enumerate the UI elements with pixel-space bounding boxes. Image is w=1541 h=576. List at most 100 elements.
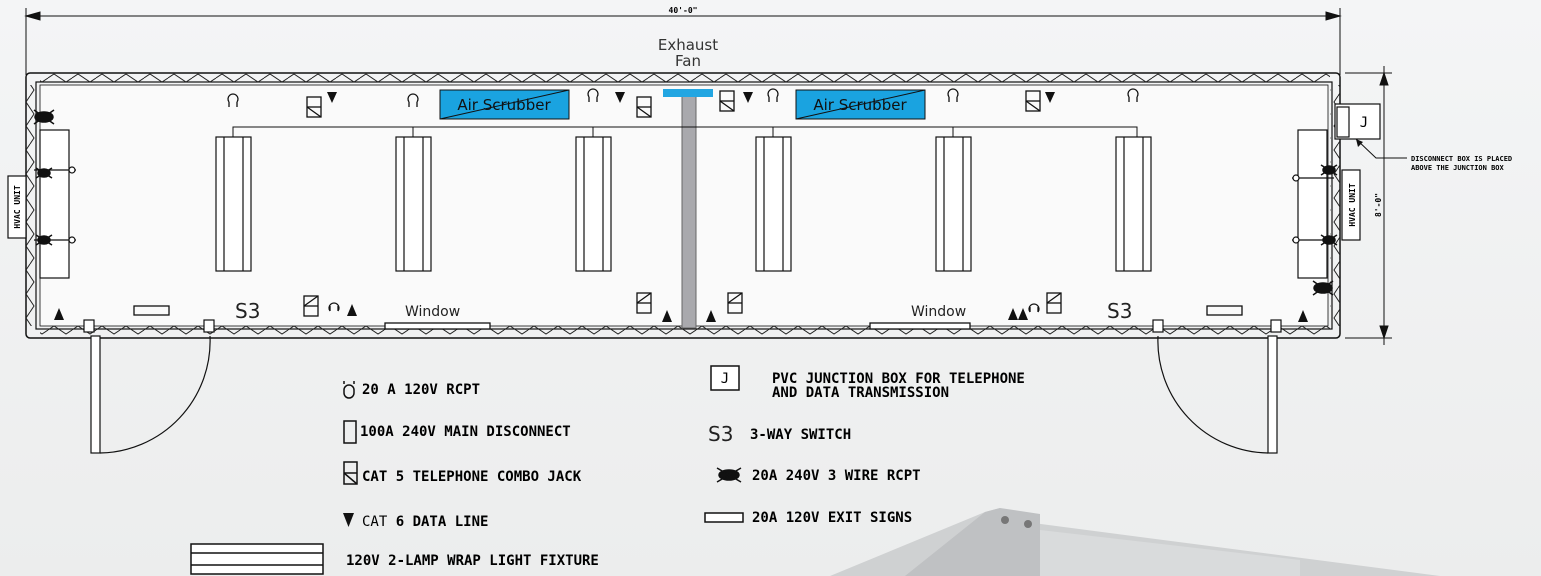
window-left-label: Window xyxy=(405,304,460,320)
receptacle-icon xyxy=(767,88,779,102)
lighting-circuit xyxy=(232,126,1138,137)
receptacle-icon xyxy=(587,88,599,102)
combo-jack-icon xyxy=(727,292,743,314)
receptacle-240v-icon xyxy=(35,234,53,246)
combo-jack-icon xyxy=(306,96,322,118)
light-fixture xyxy=(395,136,432,272)
legend-rcpt-240-icon xyxy=(716,467,742,483)
receptacle-icon xyxy=(328,302,340,312)
data-line-icon xyxy=(743,92,753,103)
data-line-icon xyxy=(615,92,625,103)
receptacle-icon xyxy=(947,88,959,102)
switch-left-label: S3 xyxy=(235,299,260,323)
legend-data-line-prefix: CAT xyxy=(362,514,396,530)
disconnect-note-line2: ABOVE THE JUNCTION BOX xyxy=(1411,164,1505,172)
legend-three-way-switch: 3-WAY SWITCH xyxy=(750,427,851,443)
receptacle-icon xyxy=(227,93,239,107)
combo-jack-icon xyxy=(1046,292,1062,314)
data-line-icons xyxy=(327,92,1055,103)
legend-switch-symbol: S3 xyxy=(708,422,733,446)
length-dimension xyxy=(24,8,1342,75)
legend-rcpt-240: 20A 240V 3 WIRE RCPT xyxy=(752,468,921,484)
light-fixture xyxy=(575,136,612,272)
data-line-icon xyxy=(662,310,672,322)
hvac-unit-left xyxy=(7,129,76,279)
length-dimension-label: 40'-0" xyxy=(669,6,698,15)
combo-jack-icon xyxy=(303,295,319,317)
legend-main-disconnect: 100A 240V MAIN DISCONNECT xyxy=(360,424,571,440)
top-wall-symbols xyxy=(227,88,1139,118)
light-fixture xyxy=(935,136,972,272)
container-photo xyxy=(830,508,1440,576)
data-line-icon xyxy=(1008,308,1018,320)
exit-sign-icon xyxy=(133,305,170,316)
legend-combo-jack-icon xyxy=(343,461,358,485)
hvac-left-label: HVAC UNIT xyxy=(13,185,22,229)
window-left xyxy=(384,322,491,330)
window-right-label: Window xyxy=(911,304,966,320)
legend-junction-line2: AND DATA TRANSMISSION xyxy=(772,385,949,401)
receptacle-240v-icon xyxy=(1312,280,1334,296)
legend-rcpt-icon xyxy=(343,381,355,399)
data-line-icon xyxy=(706,310,716,322)
light-fixture xyxy=(215,136,252,272)
data-line-icon xyxy=(54,308,64,320)
data-line-icon xyxy=(347,304,357,316)
legend-junction-symbol: J xyxy=(721,371,729,387)
receptacle-240v-icon xyxy=(33,109,55,125)
data-line-icon xyxy=(1298,310,1308,322)
combo-jack-icon xyxy=(636,96,652,118)
legend-combo-jack: CAT 5 TELEPHONE COMBO JACK xyxy=(362,469,582,485)
exhaust-fan-label-line2: Fan xyxy=(675,52,701,70)
legend-exit-sign-icon xyxy=(704,512,744,523)
receptacle-240v-icon xyxy=(35,167,53,179)
door-left xyxy=(83,319,215,454)
legend-disconnect-icon xyxy=(343,420,357,444)
legend-data-line-bold: 6 DATA LINE xyxy=(396,514,489,530)
hvac-right-label: HVAC UNIT xyxy=(1348,183,1357,227)
light-fixture xyxy=(1115,136,1152,272)
air-scrubber-right: Air Scrubber xyxy=(795,89,926,120)
exhaust-duct xyxy=(681,94,697,329)
switch-right-label: S3 xyxy=(1107,299,1132,323)
receptacle-240v-icons xyxy=(33,109,1338,296)
exit-sign-icon xyxy=(1206,305,1243,316)
junction-box xyxy=(1334,103,1381,140)
svg-text:CAT 6 DATA LINE: CAT 6 DATA LINE xyxy=(362,514,488,530)
combo-jack-icon xyxy=(719,90,735,112)
width-dimension xyxy=(1345,66,1392,345)
exhaust-fan xyxy=(663,89,713,97)
door-right xyxy=(1152,319,1282,454)
air-scrubber-left: Air Scrubber xyxy=(439,89,570,120)
air-scrubber-left-label: Air Scrubber xyxy=(457,96,551,114)
data-line-icon xyxy=(1045,92,1055,103)
receptacle-240v-icon xyxy=(1320,164,1338,176)
receptacle-icon xyxy=(407,93,419,107)
air-scrubber-right-label: Air Scrubber xyxy=(813,96,907,114)
legend-junction-icon xyxy=(710,365,740,391)
width-dimension-label: 8'-0" xyxy=(1374,193,1383,217)
light-fixtures xyxy=(215,136,1152,272)
data-line-icons-bottom xyxy=(54,304,1308,322)
exhaust-fan-label-line1: Exhaust xyxy=(658,36,718,54)
receptacle-icon xyxy=(1127,88,1139,102)
window-right xyxy=(869,322,971,330)
disconnect-note-line1: DISCONNECT BOX IS PLACED xyxy=(1411,155,1512,163)
legend-left: 20 A 120V RCPT 100A 240V MAIN DISCONNECT… xyxy=(190,381,599,575)
receptacle-icon xyxy=(1028,303,1040,313)
light-fixture xyxy=(755,136,792,272)
data-line-icon xyxy=(1018,308,1028,320)
receptacle-240v-icon xyxy=(1320,234,1338,246)
hvac-unit-right xyxy=(1292,129,1361,279)
disconnect-leader-line xyxy=(1355,138,1407,159)
legend-light-fixture-icon xyxy=(190,543,324,575)
combo-jack-icon xyxy=(636,292,652,314)
data-line-icon xyxy=(327,92,337,103)
legend-light-fixture: 120V 2-LAMP WRAP LIGHT FIXTURE xyxy=(346,553,599,569)
bottom-wall-symbols xyxy=(133,292,1243,330)
legend-data-line-icon xyxy=(343,513,354,527)
junction-box-symbol: J xyxy=(1360,115,1368,131)
combo-jack-icon xyxy=(1025,90,1041,112)
legend-junction-line1: PVC JUNCTION BOX FOR TELEPHONE xyxy=(772,371,1025,387)
